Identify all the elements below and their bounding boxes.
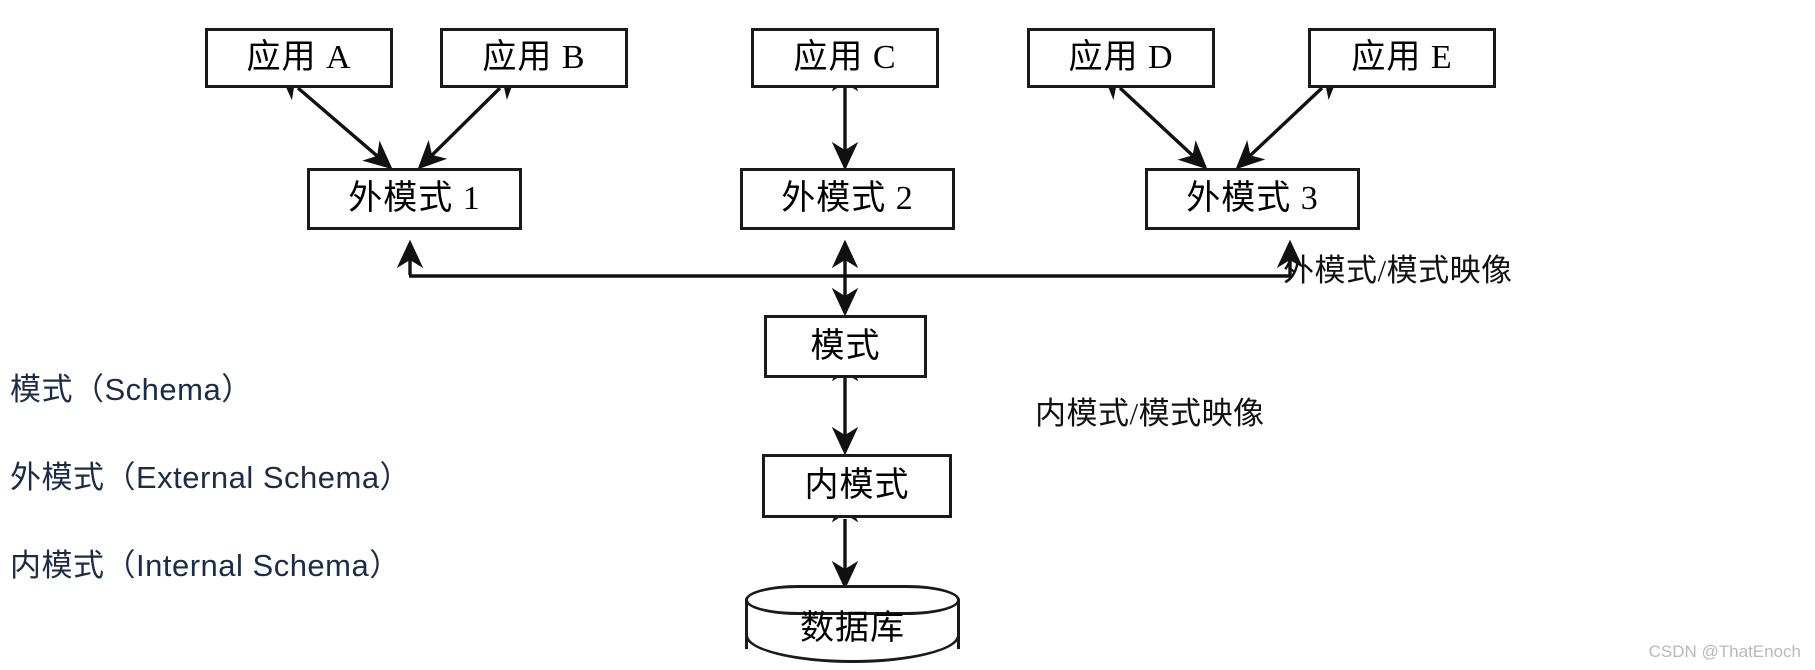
external-schema-box-1-label: 外模式 1 bbox=[348, 180, 481, 217]
external-schema-mapping-label: 外模式/模式映像 bbox=[1283, 245, 1513, 290]
link-app-d-to-ext-3 bbox=[1101, 70, 1208, 170]
external-schema-box-1[interactable]: 外模式 1 bbox=[307, 168, 522, 230]
app-box-a[interactable]: 应用 A bbox=[205, 28, 393, 88]
legend-item-schema-text: 模式（Schema） bbox=[10, 372, 253, 407]
internal-schema-box[interactable]: 内模式 bbox=[762, 454, 952, 518]
link-app-a-to-ext-1 bbox=[278, 71, 393, 170]
schema-box[interactable]: 模式 bbox=[764, 315, 927, 378]
app-box-a-label: 应用 A bbox=[246, 39, 352, 76]
link-app-b-to-ext-1 bbox=[417, 70, 518, 170]
database-label: 数据库 bbox=[800, 609, 905, 647]
app-box-d[interactable]: 应用 D bbox=[1027, 28, 1215, 88]
app-box-e[interactable]: 应用 E bbox=[1308, 28, 1496, 88]
app-box-b[interactable]: 应用 B bbox=[440, 28, 628, 88]
external-schema-box-2-label: 外模式 2 bbox=[781, 180, 914, 217]
app-box-c-label: 应用 C bbox=[793, 39, 897, 76]
external-schema-box-3[interactable]: 外模式 3 bbox=[1145, 168, 1360, 230]
watermark-text: CSDN @ThatEnoch bbox=[1648, 642, 1801, 661]
legend-item-external-schema-text: 外模式（External Schema） bbox=[10, 460, 412, 495]
legend-item-external-schema: 外模式（External Schema） bbox=[10, 452, 411, 497]
watermark: CSDN @ThatEnoch bbox=[1649, 642, 1801, 662]
app-box-b-label: 应用 B bbox=[482, 39, 586, 76]
internal-schema-mapping-text: 内模式/模式映像 bbox=[1035, 396, 1265, 431]
database-label-wrap: 数据库 bbox=[745, 585, 960, 663]
schema-box-label: 模式 bbox=[810, 327, 881, 365]
app-box-e-label: 应用 E bbox=[1351, 39, 1453, 76]
legend-item-internal-schema-text: 内模式（Internal Schema） bbox=[10, 548, 401, 583]
app-box-d-label: 应用 D bbox=[1068, 39, 1174, 76]
external-schema-box-3-label: 外模式 3 bbox=[1186, 180, 1319, 217]
legend-item-schema: 模式（Schema） bbox=[10, 364, 253, 409]
internal-schema-mapping-label: 内模式/模式映像 bbox=[1035, 388, 1265, 433]
cylinder-top-ellipse bbox=[745, 585, 960, 615]
external-schema-mapping-text: 外模式/模式映像 bbox=[1283, 253, 1513, 288]
database-cylinder[interactable]: 数据库 bbox=[745, 585, 960, 663]
external-schema-box-2[interactable]: 外模式 2 bbox=[740, 168, 955, 230]
internal-schema-box-label: 内模式 bbox=[804, 467, 910, 504]
legend-item-internal-schema: 内模式（Internal Schema） bbox=[10, 540, 401, 585]
app-box-c[interactable]: 应用 C bbox=[751, 28, 939, 88]
link-app-e-to-ext-3 bbox=[1235, 70, 1341, 170]
